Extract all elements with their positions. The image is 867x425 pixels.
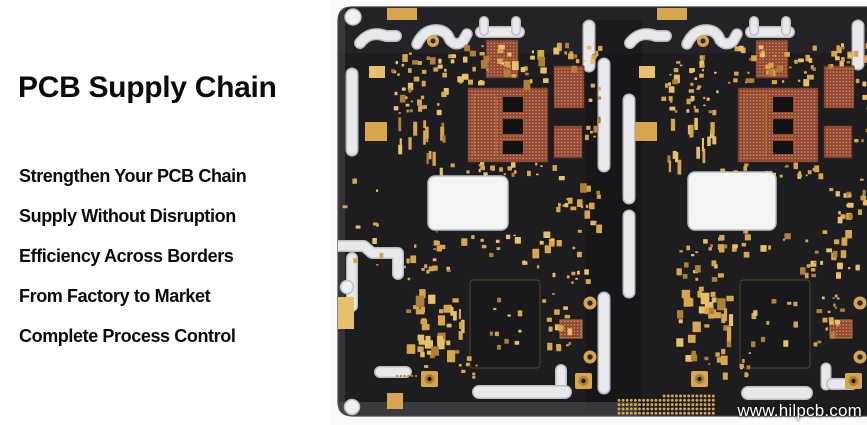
tagline-1: Strengthen Your PCB Chain (19, 166, 247, 186)
pcb-photo: www.hilpcb.com (330, 0, 867, 425)
tagline-5: Complete Process Control (19, 326, 236, 346)
tagline-2: Supply Without Disruption (19, 206, 236, 226)
page-title: PCB Supply Chain (18, 71, 277, 104)
tagline-list: Strengthen Your PCB Chain Supply Without… (19, 166, 247, 366)
tagline-3: Efficiency Across Borders (19, 246, 234, 266)
watermark-label: www.hilpcb.com (737, 401, 862, 420)
tagline-4: From Factory to Market (19, 286, 211, 306)
text-panel: PCB Supply Chain Strengthen Your PCB Cha… (0, 0, 330, 425)
pcb-photo-canvas (330, 0, 867, 425)
